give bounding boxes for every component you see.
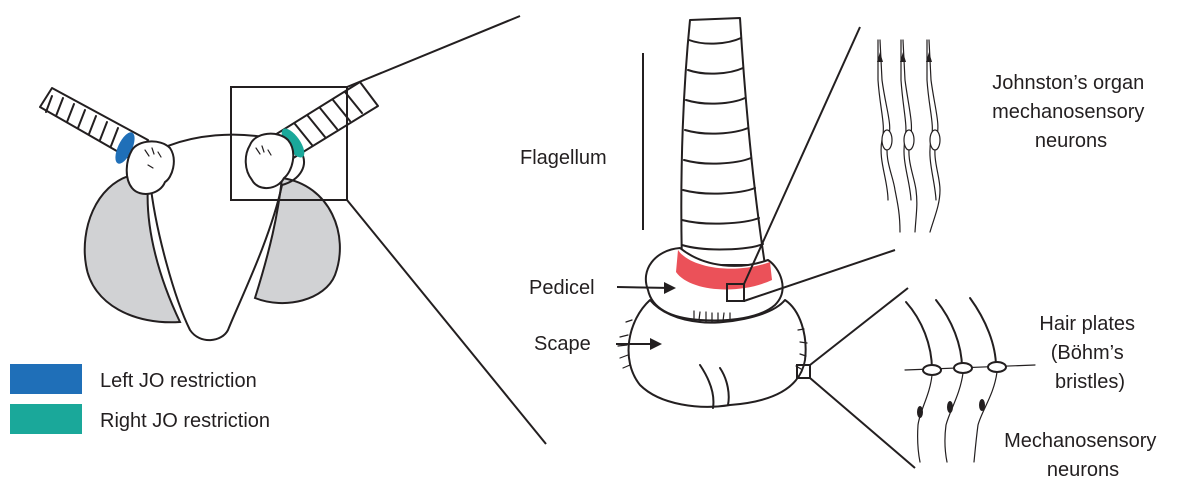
legend: Left JO restriction Right JO restriction <box>10 364 270 434</box>
left-compound-eye <box>85 175 180 322</box>
mechanosensory-neurons-label-line1: Mechanosensory <box>1004 430 1156 452</box>
zoom-line-bottom <box>347 200 546 444</box>
johnstons-organ-label-line1: Johnston’s organ <box>992 72 1144 94</box>
jo-neurons-illustration <box>877 40 940 232</box>
johnstons-organ-label-line2: mechanosensory <box>992 101 1144 123</box>
mechanosensory-neurons-label-line2: neurons <box>1047 459 1119 481</box>
hair-plates-label-line3: bristles) <box>1055 371 1125 393</box>
flagellum-label: Flagellum <box>520 147 607 169</box>
hp-inset-line-top <box>810 288 908 365</box>
hp-inset-line-bottom <box>810 378 915 468</box>
legend-swatch-right <box>10 404 82 434</box>
hair-plates-label-line1: Hair plates <box>1039 313 1135 335</box>
johnstons-organ-label-line3: neurons <box>1035 130 1107 152</box>
fly-head <box>40 82 378 340</box>
legend-label-left: Left JO restriction <box>100 370 257 392</box>
hair-plates-label: Hair plates (Böhm’s bristles) <box>1039 313 1140 393</box>
hair-plates-label-line2: (Böhm’s <box>1051 342 1124 364</box>
zoom-line-top <box>347 16 520 87</box>
johnstons-organ-label: Johnston’s organ mechanosensory neurons <box>992 72 1150 152</box>
mechanosensory-neurons-label: Mechanosensory neurons <box>1004 430 1162 481</box>
jo-inset-line-top <box>744 27 860 284</box>
pedicel-label: Pedicel <box>529 277 595 299</box>
flagellum <box>681 18 765 265</box>
left-scape <box>127 141 174 194</box>
right-compound-eye <box>255 178 340 303</box>
scape-label: Scape <box>534 333 591 355</box>
legend-swatch-left <box>10 364 82 394</box>
antenna-zoom: Flagellum Pedicel Scape <box>520 18 810 408</box>
legend-label-right: Right JO restriction <box>100 410 270 432</box>
